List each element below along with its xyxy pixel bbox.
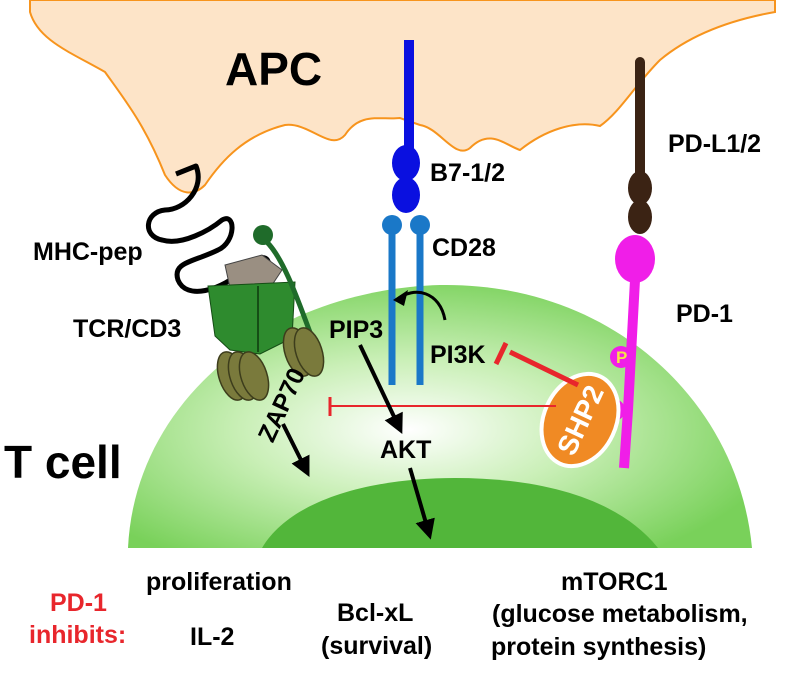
peptide (224, 254, 283, 289)
coreceptor-head (253, 225, 273, 245)
il2-label: IL-2 (190, 623, 234, 651)
b7-domain-1 (392, 145, 420, 181)
nucleus (262, 478, 658, 548)
pd1-stem (619, 279, 640, 469)
mtorc1-detail-line2: protein synthesis) (491, 633, 706, 661)
cd28-head-right (410, 215, 430, 235)
tcr-cd3-complex (207, 281, 296, 355)
pd1-head (615, 235, 655, 283)
bclxl-label: Bcl-xL (337, 599, 413, 627)
pip3-label: PIP3 (329, 316, 383, 344)
b7-label: B7-1/2 (430, 159, 505, 187)
pi3k-label: PI3K (430, 341, 486, 369)
tcr-cd3-label: TCR/CD3 (73, 315, 181, 343)
shp2-inhibits-pi3k-line (508, 349, 580, 388)
survival-label: (survival) (321, 632, 432, 660)
pd1-label: PD-1 (676, 300, 733, 328)
cd28-label: CD28 (432, 234, 496, 262)
pd1-phospho-1 (610, 346, 632, 368)
apc-cell (29, 0, 776, 194)
pi3k-to-pip3-arrowhead (393, 290, 408, 306)
pd1-inhibits-label-line2: inhibits: (29, 621, 126, 649)
pdl1-domain-1 (628, 171, 652, 205)
pdl1-label: PD-L1/2 (668, 130, 761, 158)
pdl1-domain-2 (628, 200, 652, 234)
mtorc1-label: mTORC1 (561, 568, 668, 596)
apc-label: APC (225, 43, 322, 95)
shp2-molecule (539, 371, 621, 469)
zap70-molecule (216, 327, 325, 401)
pip3-to-akt-arrow (358, 344, 403, 435)
akt-label: AKT (380, 436, 431, 464)
phospho-label-1: P (616, 348, 627, 367)
t-cell-label: T cell (4, 436, 122, 488)
mhc-pep-label: MHC-pep (33, 238, 143, 266)
proliferation-label: proliferation (146, 568, 292, 596)
b7-domain-2 (392, 177, 420, 213)
pd1-inhibits-label-line1: PD-1 (50, 589, 107, 617)
zap70-to-proliferation-arrow (281, 423, 310, 477)
akt-to-survival-arrow (408, 467, 435, 540)
cd28-head-left (382, 215, 402, 235)
shp2-inhibits-pi3k-bar (493, 341, 509, 366)
mtorc1-detail-line1: (glucose metabolism, (492, 600, 748, 628)
